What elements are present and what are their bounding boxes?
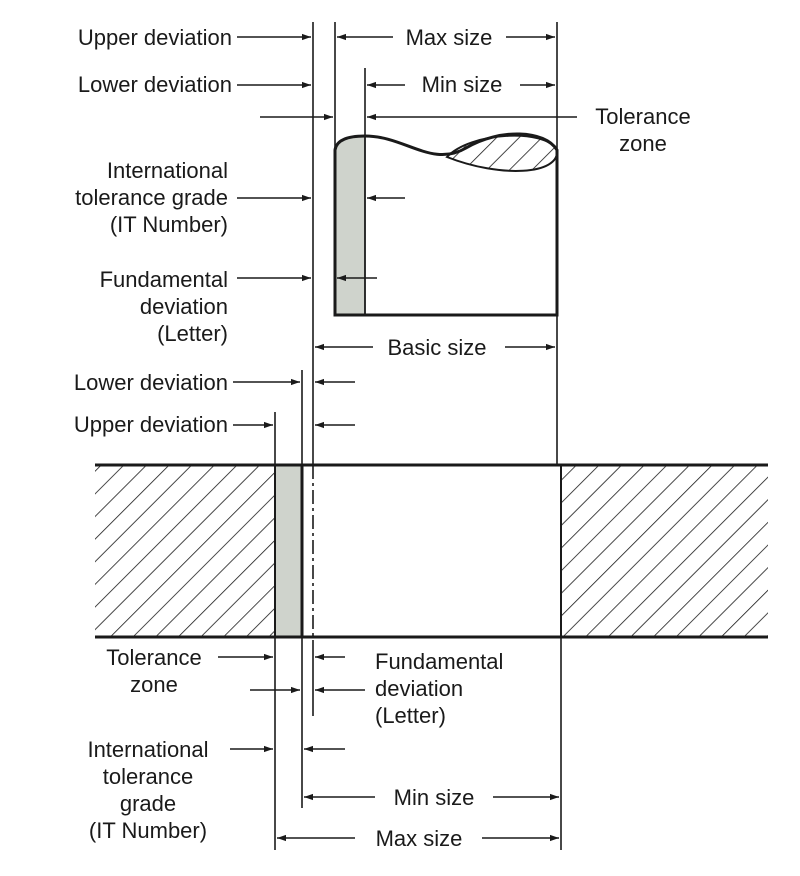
hole-left-material <box>95 465 275 637</box>
hole-it-grade-line4: (IT Number) <box>89 818 207 843</box>
hole-max-size-label: Max size <box>376 826 463 851</box>
shaft-upper-deviation-label: Upper deviation <box>78 25 232 50</box>
hole-fundamental-deviation-line2: deviation <box>375 676 463 701</box>
hole-fundamental-deviation-line3: (Letter) <box>375 703 446 728</box>
hole-tolerance-band <box>275 465 301 637</box>
shaft-arrows <box>237 33 577 351</box>
hole-upper-deviation-label: Upper deviation <box>74 412 228 437</box>
hole-it-grade-line1: International <box>87 737 208 762</box>
shaft-labels: Upper deviation Max size Lower deviation… <box>75 25 691 360</box>
shaft-max-size-label: Max size <box>406 25 493 50</box>
hole-lower-deviation-label: Lower deviation <box>74 370 228 395</box>
shaft-it-grade-line1: International <box>107 158 228 183</box>
shaft-extension-lines <box>312 22 558 465</box>
hole-it-grade-line3: grade <box>120 791 176 816</box>
shaft-min-size-label: Min size <box>422 72 503 97</box>
shaft-it-grade-line2: tolerance grade <box>75 185 228 210</box>
hole-min-size-label: Min size <box>394 785 475 810</box>
hole-extension-lines <box>274 370 562 850</box>
shaft-outline <box>333 132 559 317</box>
hole-tolerance-zone-line2: zone <box>130 672 178 697</box>
shaft-fundamental-deviation-line2: deviation <box>140 294 228 319</box>
shaft-tolerance-zone-line1: Tolerance <box>595 104 690 129</box>
hole-right-material <box>561 465 768 637</box>
hole-fundamental-deviation-line1: Fundamental <box>375 649 503 674</box>
shaft-figure <box>333 132 559 317</box>
hole-labels: Lower deviation Upper deviation Toleranc… <box>74 370 504 851</box>
hole-arrows <box>218 378 559 842</box>
shaft-fundamental-deviation-line1: Fundamental <box>100 267 228 292</box>
shaft-fundamental-deviation-line3: (Letter) <box>157 321 228 346</box>
shaft-lower-deviation-label: Lower deviation <box>78 72 232 97</box>
shaft-tolerance-band <box>335 133 365 315</box>
hole-it-grade-line2: tolerance <box>103 764 194 789</box>
shaft-tolerance-zone-line2: zone <box>619 131 667 156</box>
hole-tolerance-zone-line1: Tolerance <box>106 645 201 670</box>
shaft-it-grade-line3: (IT Number) <box>110 212 228 237</box>
hole-figure <box>95 463 768 640</box>
basic-size-label: Basic size <box>387 335 486 360</box>
